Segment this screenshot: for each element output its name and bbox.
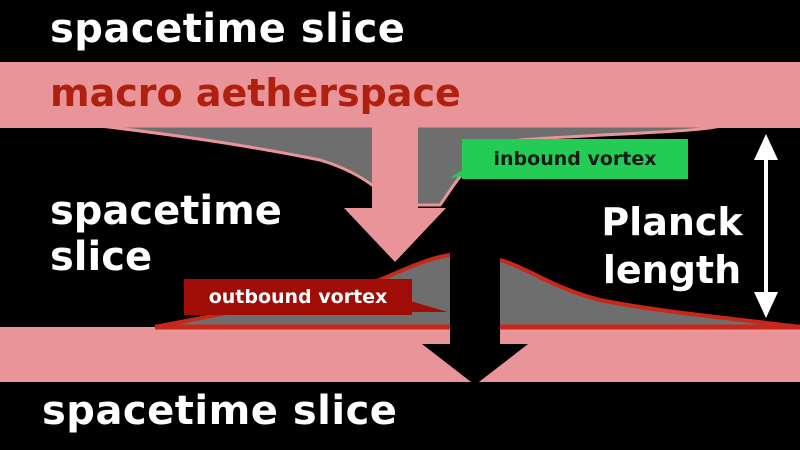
outbound-vortex-callout: outbound vortex bbox=[184, 279, 412, 315]
bottom-spacetime-slice-label: spacetime slice bbox=[42, 388, 398, 434]
outbound-arrow-icon bbox=[422, 250, 528, 385]
inbound-arrow-icon bbox=[344, 126, 446, 262]
lower-aetherspace-band bbox=[0, 327, 800, 382]
macro-aetherspace-label: macro aetherspace bbox=[50, 71, 461, 115]
inbound-vortex-callout: inbound vortex bbox=[462, 139, 688, 179]
planck-measure-icon bbox=[754, 134, 778, 318]
planck-length-label: Planck length bbox=[601, 200, 743, 292]
macro-aetherspace-band bbox=[0, 62, 800, 128]
outbound-callout-pointer bbox=[400, 298, 448, 312]
top-spacetime-slice-label: spacetime slice bbox=[50, 6, 406, 52]
middle-spacetime-slice-label: spacetime slice bbox=[50, 188, 282, 280]
